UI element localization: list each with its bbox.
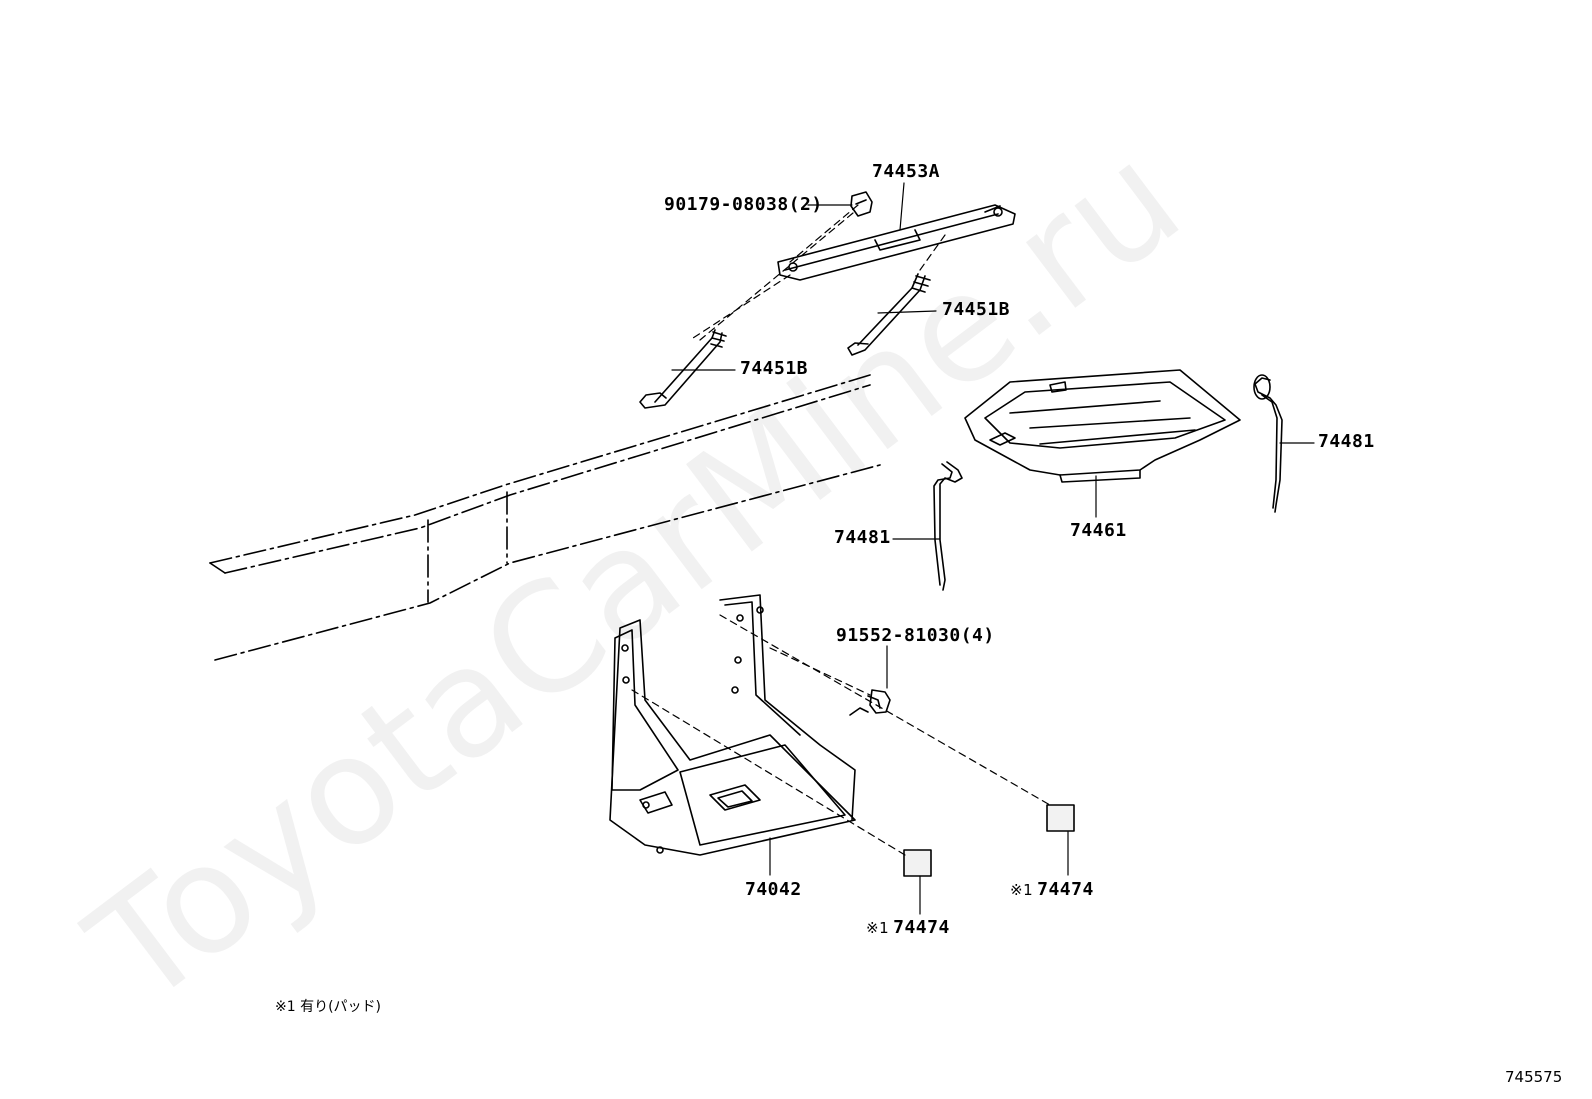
flange-bolt (867, 689, 891, 714)
label-74042[interactable]: 74042 (745, 879, 802, 900)
leader-lines (671, 182, 1315, 915)
pad-right (1046, 804, 1075, 832)
battery-clamp (777, 204, 1016, 281)
label-74453a[interactable]: 74453A (872, 161, 941, 182)
label-90179-08038[interactable]: 90179-08038(2) (664, 194, 823, 215)
label-74474-right-number[interactable]: 74474 (1037, 879, 1094, 900)
battery-tray (964, 369, 1241, 483)
label-74451b-right[interactable]: 74451B (942, 299, 1011, 320)
label-91552-81030[interactable]: 91552-81030(4) (836, 625, 995, 646)
label-74474-bottom-number[interactable]: 74474 (893, 917, 950, 938)
frame-rail (209, 374, 881, 661)
note-marker: ※1 (866, 919, 890, 937)
battery-carrier (609, 594, 869, 856)
j-bolt-right (847, 273, 931, 356)
j-bolt-left (639, 329, 727, 409)
pad-bottom (903, 849, 932, 877)
label-74461[interactable]: 74461 (1070, 520, 1127, 541)
hook-rod-right (1253, 374, 1283, 513)
footnote: ※1 有り(パッド) (275, 999, 382, 1015)
nut (850, 191, 873, 217)
label-74451b-left[interactable]: 74451B (740, 358, 809, 379)
assembly-guides (631, 204, 1051, 856)
label-74481-left[interactable]: 74481 (834, 527, 891, 548)
figure-id: 745575 (1505, 1068, 1563, 1086)
label-74481-right[interactable]: 74481 (1318, 431, 1375, 452)
note-marker: ※1 (1010, 881, 1034, 899)
hook-rod-left (933, 461, 963, 591)
